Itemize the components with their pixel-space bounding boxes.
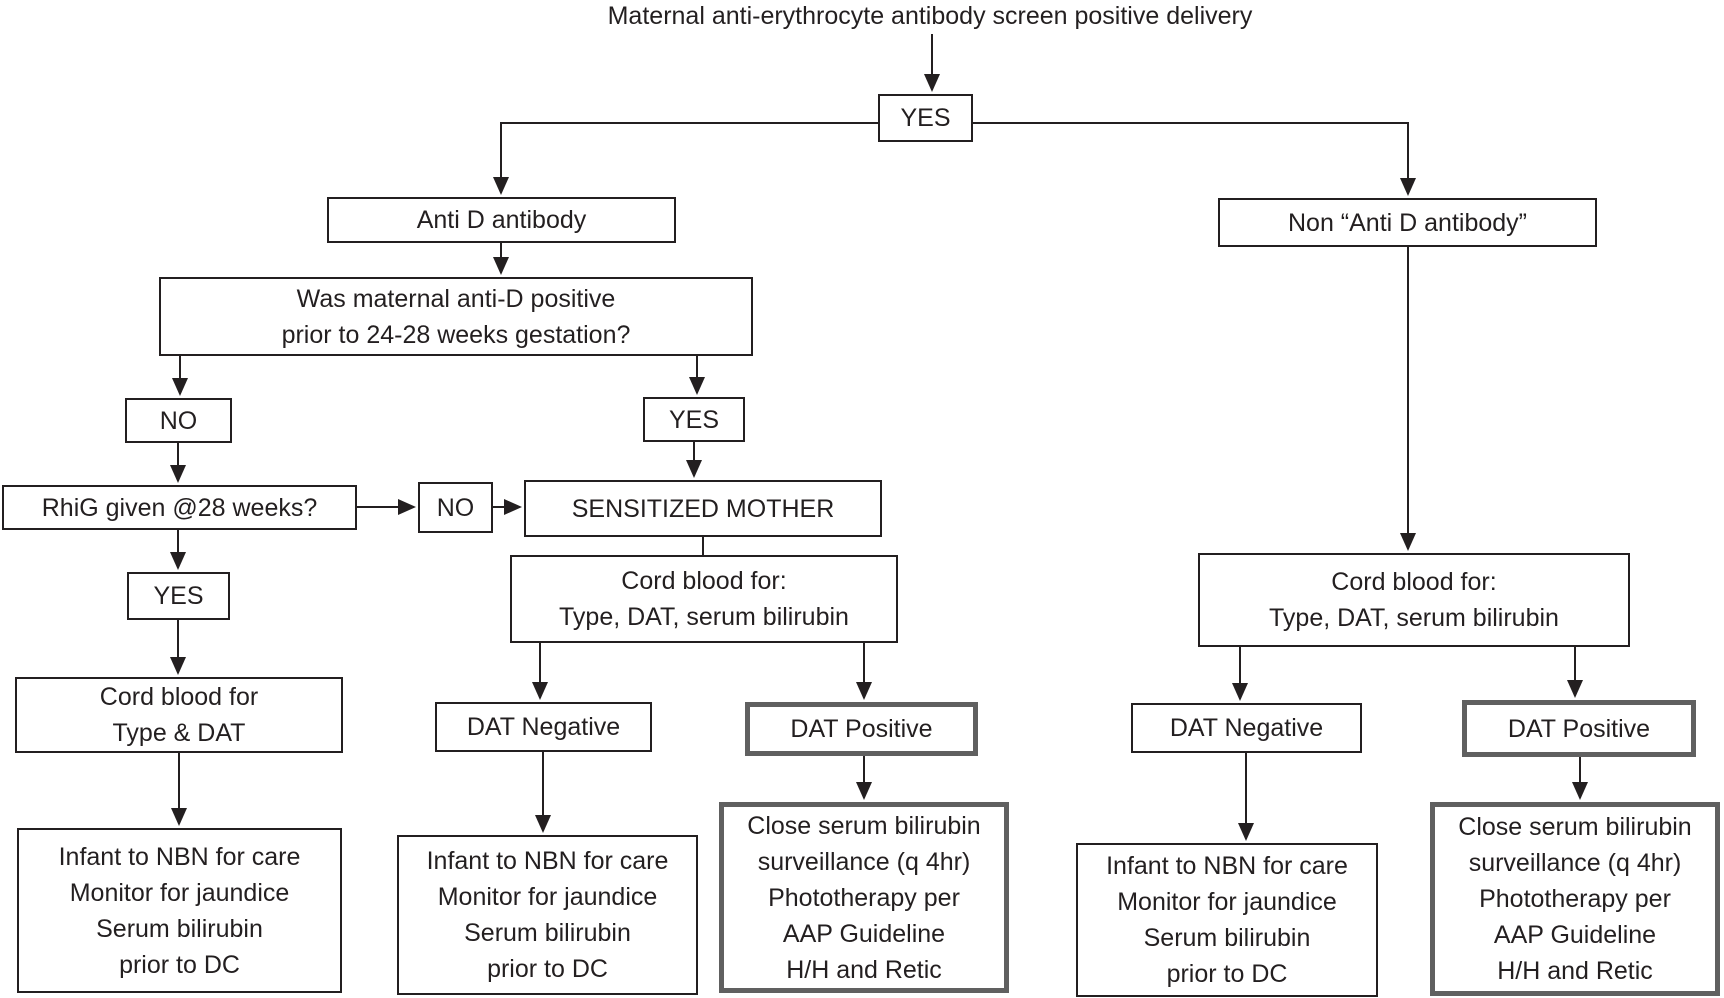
branch-anti-d-antibody: Anti D antibody	[327, 197, 676, 243]
result-dat-negative-mid: DAT Negative	[435, 702, 652, 752]
result-dat-positive-right: DAT Positive	[1462, 700, 1696, 757]
action-cord-blood-mid: Cord blood for: Type, DAT, serum bilirub…	[510, 555, 898, 643]
outcome-nbn-care-left: Infant to NBN for care Monitor for jaund…	[17, 828, 342, 993]
branch-non-anti-d-antibody: Non “Anti D antibody”	[1218, 198, 1597, 247]
answer-no-small: NO	[418, 482, 493, 533]
result-dat-negative-right: DAT Negative	[1131, 703, 1362, 753]
outcome-surveillance-right: Close serum bilirubin surveillance (q 4h…	[1430, 802, 1720, 996]
question-anti-d-prior: Was maternal anti-D positive prior to 24…	[159, 277, 753, 356]
answer-no-left: NO	[125, 398, 232, 443]
title-text: Maternal anti-erythrocyte antibody scree…	[607, 2, 1253, 30]
edge-yes-top-to-anti-d	[493, 122, 878, 195]
decision-yes-top: YES	[878, 94, 973, 142]
outcome-surveillance-mid: Close serum bilirubin surveillance (q 4h…	[719, 802, 1009, 993]
action-cord-blood-right: Cord blood for: Type, DAT, serum bilirub…	[1198, 553, 1630, 647]
action-cord-blood-type-dat: Cord blood for Type & DAT	[15, 677, 343, 753]
result-dat-positive-mid: DAT Positive	[745, 702, 978, 756]
answer-yes-left: YES	[127, 572, 230, 620]
outcome-nbn-care-mid: Infant to NBN for care Monitor for jaund…	[397, 835, 698, 995]
status-sensitized-mother: SENSITIZED MOTHER	[524, 480, 882, 537]
question-rhig-28-weeks: RhiG given @28 weeks?	[2, 485, 357, 530]
answer-yes-mid: YES	[643, 397, 745, 442]
outcome-nbn-care-right: Infant to NBN for care Monitor for jaund…	[1076, 843, 1378, 997]
edge-yes-top-to-non-anti-d	[973, 122, 1416, 196]
